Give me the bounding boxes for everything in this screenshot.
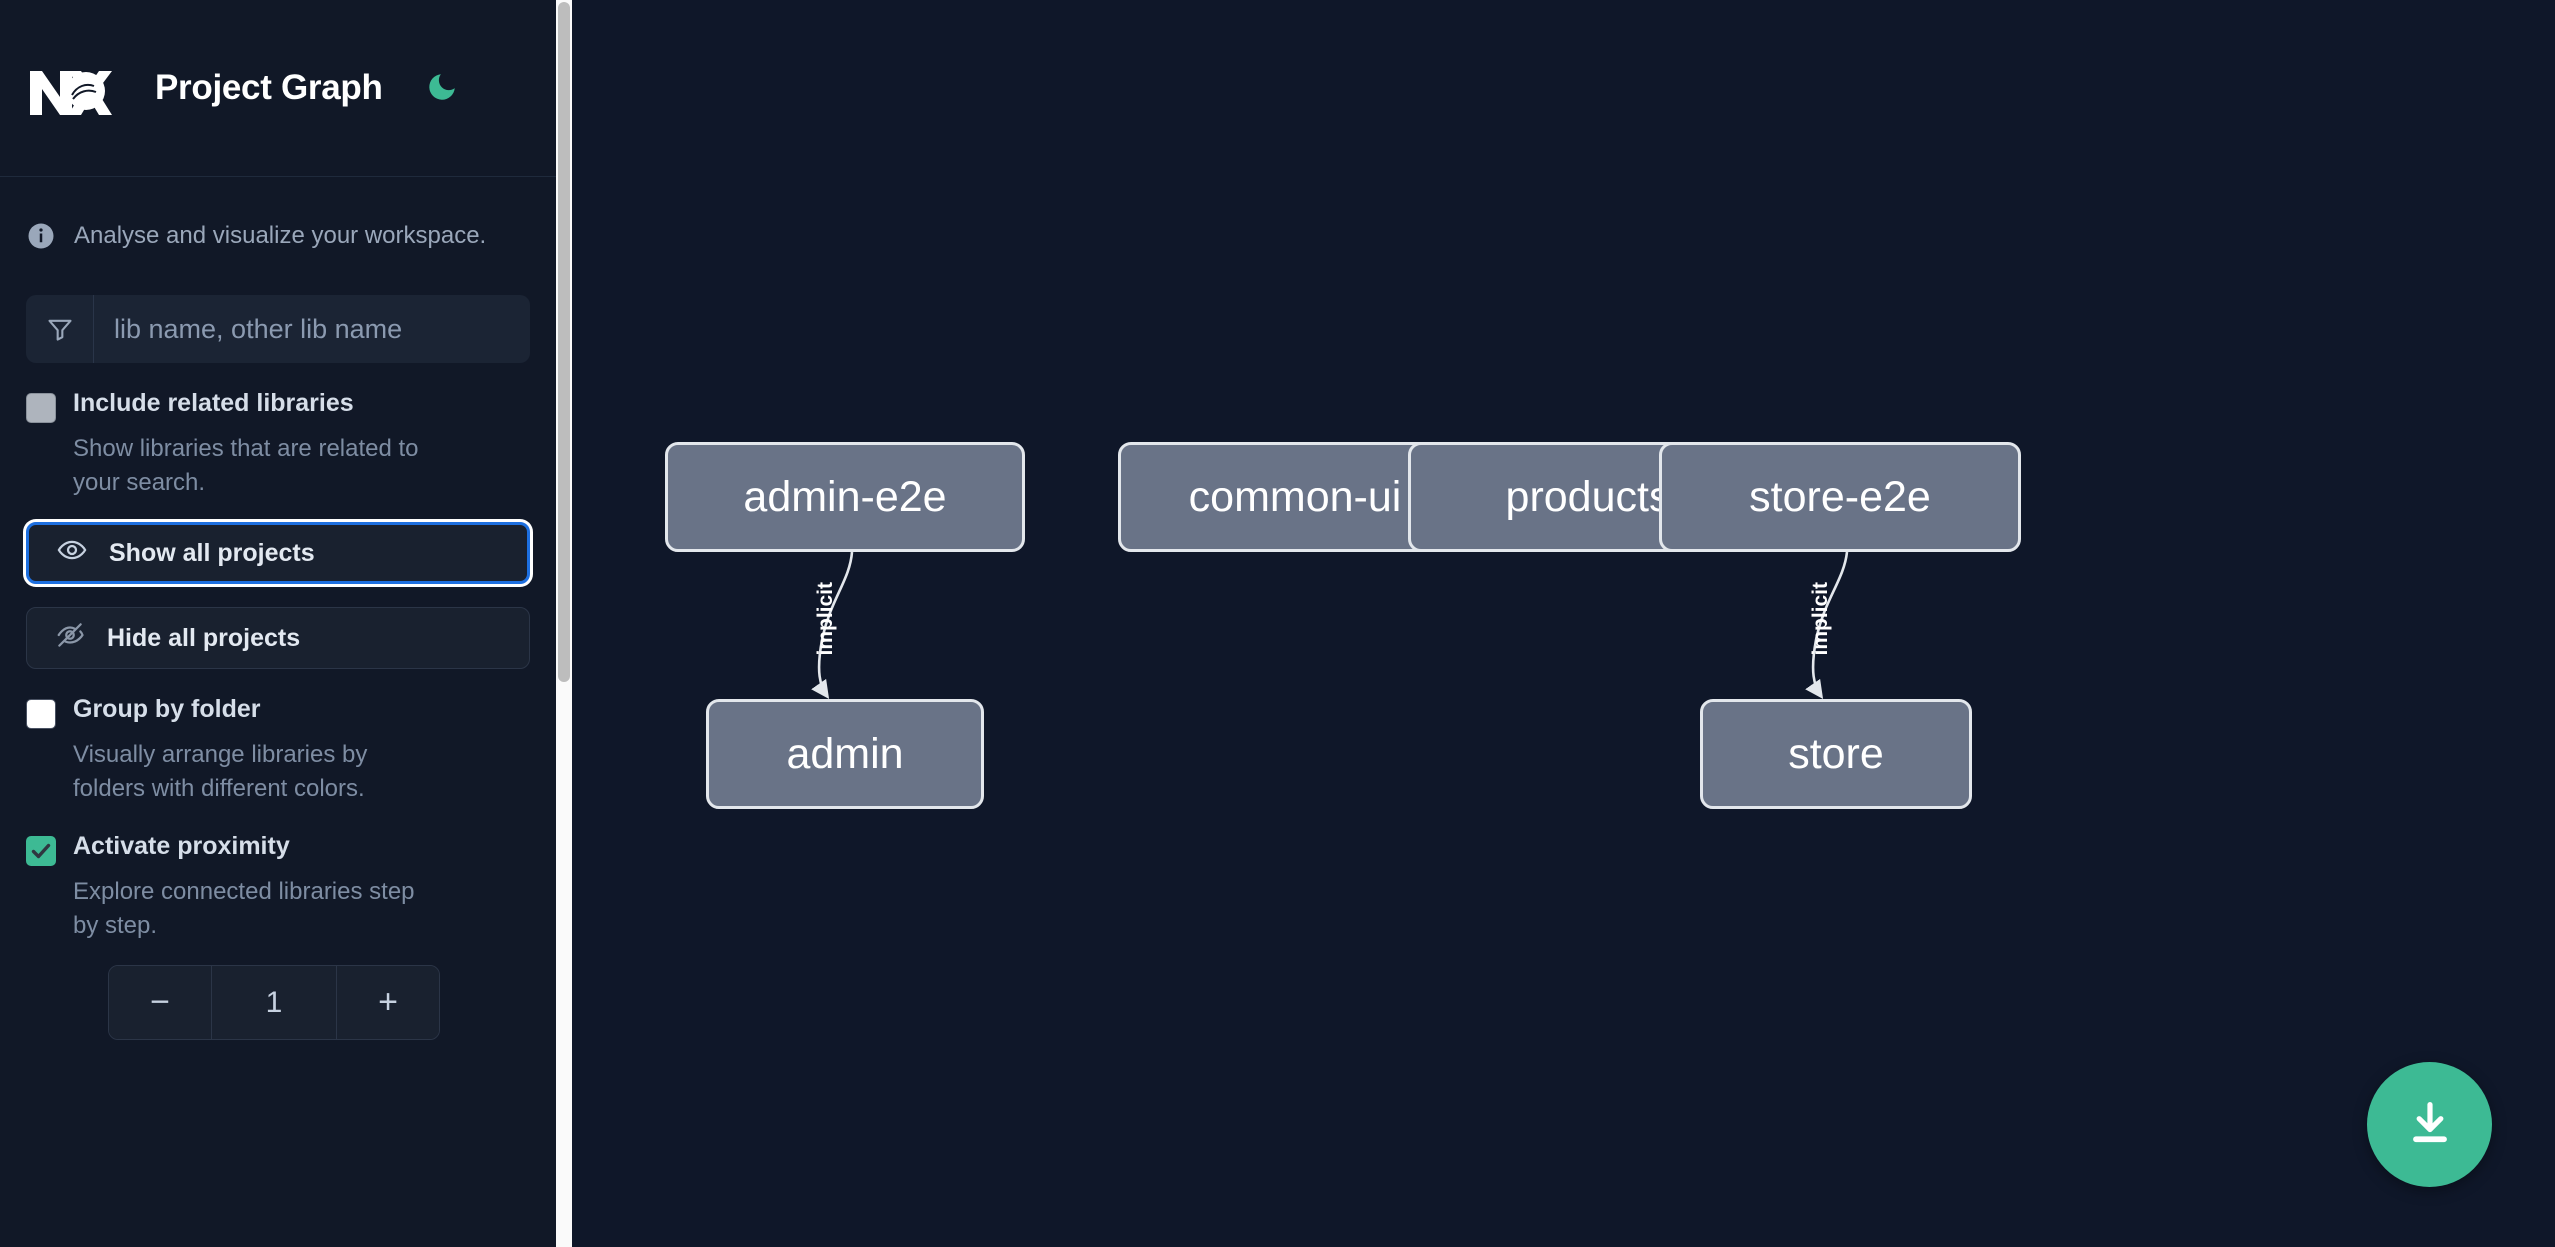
- option-description: Show libraries that are related to your …: [73, 435, 419, 497]
- option-activate-proximity: Activate proximity Explore connected lib…: [0, 806, 556, 943]
- group-by-folder-checkbox[interactable]: [26, 699, 56, 730]
- option-label: Group by folder: [73, 695, 261, 724]
- node-label: products: [1505, 472, 1671, 521]
- sidebar: Project Graph: [0, 0, 556, 1247]
- visibility-button-group: Show all projects Hide all projects: [0, 500, 556, 670]
- option-label: Activate proximity: [73, 832, 290, 861]
- workspace-info: Analyse and visualize your workspace.: [0, 177, 556, 295]
- sidebar-scrollbar[interactable]: [556, 0, 572, 1247]
- download-icon: [2404, 1097, 2456, 1152]
- node-label: store: [1788, 729, 1884, 778]
- edge-label-store: implicit: [1809, 582, 1832, 656]
- page-title: Project Graph: [155, 68, 383, 107]
- show-all-projects-label: Show all projects: [109, 538, 315, 567]
- sidebar-scroll-region: Project Graph: [0, 0, 556, 1247]
- option-row[interactable]: Include related libraries: [26, 389, 530, 423]
- search-input[interactable]: [94, 295, 530, 363]
- show-all-projects-button[interactable]: Show all projects: [26, 522, 530, 585]
- graph-node-admin-e2e[interactable]: admin-e2e: [665, 442, 1025, 552]
- option-description: Visually arrange libraries by folders wi…: [73, 741, 368, 803]
- node-label: admin-e2e: [743, 472, 947, 521]
- filter-field[interactable]: [26, 295, 530, 363]
- include-related-libraries-checkbox[interactable]: [26, 393, 56, 423]
- edge-path-store: [1805, 551, 1849, 699]
- moon-icon: [425, 70, 459, 107]
- nx-logo-icon: [26, 57, 122, 119]
- option-group-by-folder: Group by folder Visually arrange librari…: [0, 669, 556, 806]
- graph-node-store-e2e[interactable]: store-e2e: [1659, 442, 2021, 552]
- workspace-info-text: Analyse and visualize your workspace.: [74, 222, 487, 249]
- eye-icon: [57, 535, 87, 572]
- option-include-related-libraries: Include related libraries Show libraries…: [0, 363, 556, 500]
- graph-canvas[interactable]: admin-e2e common-ui products store-e2e a…: [572, 0, 2555, 1247]
- option-description: Explore connected libraries step by step…: [73, 878, 415, 940]
- scrollbar-thumb[interactable]: [558, 2, 570, 682]
- activate-proximity-checkbox[interactable]: [26, 836, 56, 867]
- proximity-stepper: − 1 +: [108, 965, 440, 1041]
- hide-all-projects-label: Hide all projects: [107, 623, 301, 652]
- node-label: store-e2e: [1749, 472, 1931, 521]
- option-label: Include related libraries: [73, 389, 354, 417]
- hide-all-projects-button[interactable]: Hide all projects: [26, 607, 530, 670]
- node-label: admin: [786, 729, 904, 778]
- download-graph-button[interactable]: [2367, 1062, 2492, 1187]
- graph-edges-layer: [811, 551, 1849, 699]
- option-row[interactable]: Activate proximity: [26, 832, 530, 867]
- proximity-value: 1: [265, 985, 283, 1019]
- funnel-icon: [26, 295, 94, 363]
- edge-label-admin: implicit: [814, 582, 837, 656]
- info-circle-icon: [26, 221, 56, 251]
- node-label: common-ui: [1188, 472, 1402, 521]
- app-header: Project Graph: [0, 0, 556, 177]
- edge-path-admin: [811, 551, 854, 699]
- graph-node-store[interactable]: store: [1700, 699, 1972, 809]
- graph-node-admin[interactable]: admin: [706, 699, 984, 809]
- option-row[interactable]: Group by folder: [26, 695, 530, 730]
- proximity-decrement-button[interactable]: −: [109, 966, 212, 1040]
- eye-off-icon: [55, 620, 85, 657]
- theme-toggle-button[interactable]: [419, 65, 465, 111]
- proximity-increment-button[interactable]: +: [336, 966, 439, 1040]
